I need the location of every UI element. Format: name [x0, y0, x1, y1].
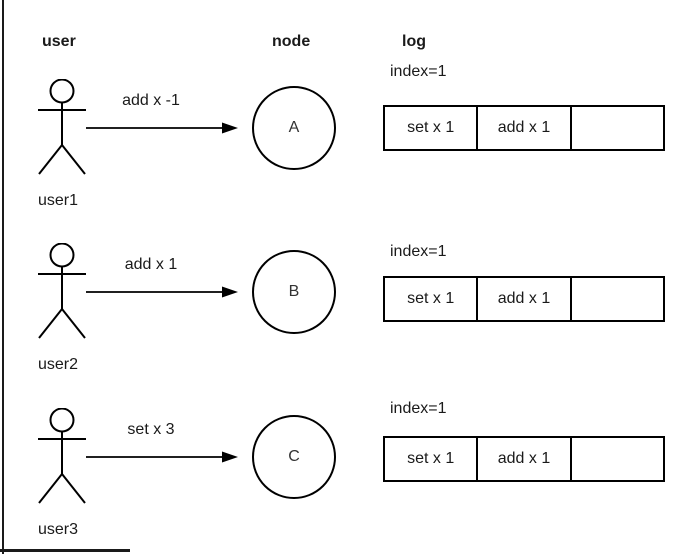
log-cell-empty [569, 107, 663, 149]
log-cell-empty [569, 438, 663, 480]
node-c-circle: C [252, 415, 336, 499]
message-label: add x 1 [124, 256, 178, 273]
log-cell: set x 1 [407, 290, 455, 307]
log-cell: set x 1 [407, 450, 455, 467]
arrow-icon [86, 449, 239, 465]
log-column-header: log [402, 33, 426, 50]
canvas-bottom-border [0, 549, 130, 552]
node-label: A [288, 119, 300, 136]
log-cell: add x 1 [476, 438, 569, 480]
log-cell: add x 1 [476, 107, 569, 149]
user2-stick-figure-icon [37, 243, 87, 339]
user2-label: user2 [38, 356, 79, 373]
message-label: add x -1 [122, 92, 180, 109]
log-index-label: index=1 [390, 63, 447, 80]
user1-label: user1 [38, 192, 79, 209]
log-cell-empty [569, 278, 663, 320]
log-table: set x 1 add x 1 [383, 105, 665, 151]
log-index-label: index=1 [390, 243, 447, 260]
arrow-icon [86, 284, 239, 300]
user1-stick-figure-icon [37, 79, 87, 175]
node-a-circle: A [252, 86, 336, 170]
log-cell: add x 1 [476, 278, 569, 320]
canvas-left-border [2, 0, 4, 554]
log-table: set x 1 add x 1 [383, 436, 665, 482]
node-label: B [288, 283, 300, 300]
user3-label: user3 [38, 521, 79, 538]
log-cell: set x 1 [407, 119, 455, 136]
node-column-header: node [272, 33, 311, 50]
message-label: set x 3 [127, 421, 175, 438]
user3-stick-figure-icon [37, 408, 87, 504]
node-b-circle: B [252, 250, 336, 334]
log-index-label: index=1 [390, 400, 447, 417]
node-label: C [288, 448, 300, 465]
log-table: set x 1 add x 1 [383, 276, 665, 322]
user-column-header: user [42, 33, 76, 50]
arrow-icon [86, 120, 239, 136]
